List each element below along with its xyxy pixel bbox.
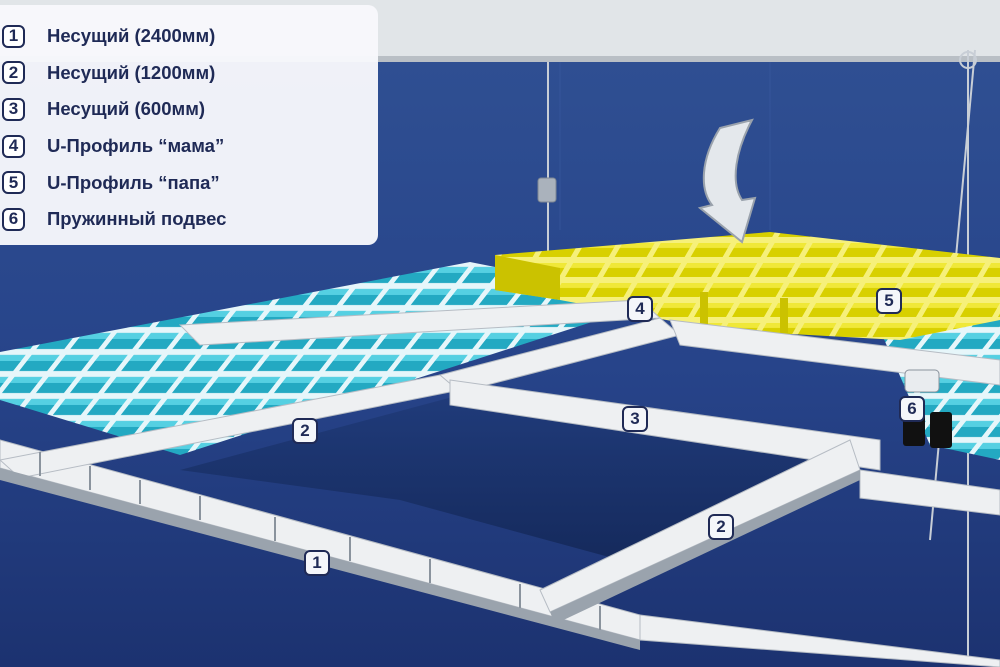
callout-5: 5 xyxy=(876,288,902,314)
callout-3: 3 xyxy=(622,406,648,432)
legend-number: 4 xyxy=(2,134,25,158)
legend-panel: 1 Несущий (2400мм) 2 Несущий (1200мм) 3 … xyxy=(0,5,378,245)
legend-label: Пружинный подвес xyxy=(47,208,227,230)
legend-item: 5 U-Профиль “папа” xyxy=(2,164,378,201)
legend-item: 6 Пружинный подвес xyxy=(2,201,378,238)
legend-item: 3 Несущий (600мм) xyxy=(2,91,378,128)
legend-item: 4 U-Профиль “мама” xyxy=(2,128,378,165)
legend-label: Несущий (2400мм) xyxy=(47,25,216,47)
legend-number: 2 xyxy=(2,61,25,85)
legend-item: 2 Несущий (1200мм) xyxy=(2,55,378,92)
legend-label: U-Профиль “мама” xyxy=(47,135,225,157)
callout-6: 6 xyxy=(899,396,925,422)
legend-number: 5 xyxy=(2,171,25,195)
legend-label: U-Профиль “папа” xyxy=(47,171,220,193)
callout-2: 2 xyxy=(292,418,318,444)
callout-1: 1 xyxy=(304,550,330,576)
legend-number: 3 xyxy=(2,97,25,121)
legend-label: Несущий (1200мм) xyxy=(47,61,216,83)
legend-label: Несущий (600мм) xyxy=(47,98,206,120)
legend-number: 1 xyxy=(2,24,25,48)
callout-4: 4 xyxy=(627,296,653,322)
legend-number: 6 xyxy=(2,207,25,231)
callout-2: 2 xyxy=(708,514,734,540)
legend-item: 1 Несущий (2400мм) xyxy=(2,18,378,55)
